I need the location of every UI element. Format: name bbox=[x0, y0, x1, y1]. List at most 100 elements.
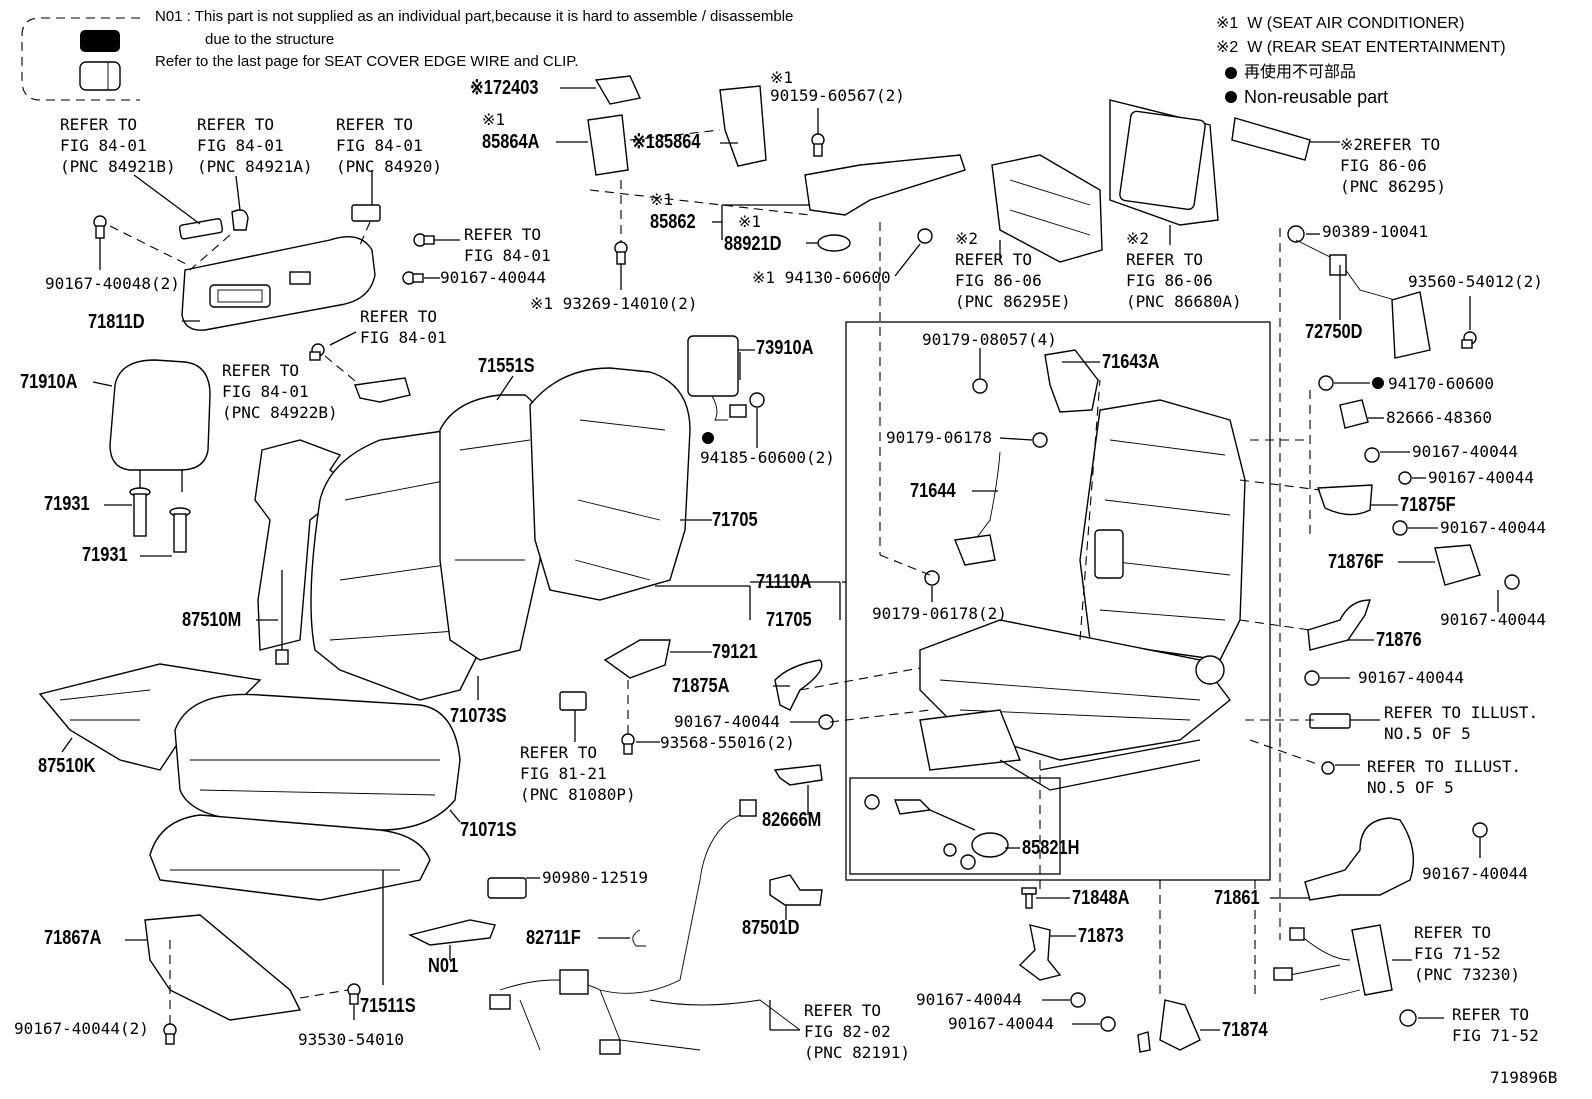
callout-71861[interactable]: 71861 bbox=[1214, 887, 1260, 909]
switch-knob-c bbox=[351, 204, 381, 222]
callout-71705-b[interactable]: 71705 bbox=[766, 609, 812, 631]
nut-90179-06178-2 bbox=[924, 570, 940, 586]
callout-90179-08057[interactable]: 90179-08057(4) bbox=[922, 330, 1057, 349]
callout-72750d[interactable]: 72750D bbox=[1305, 321, 1363, 343]
callout-90167-40044-a[interactable]: 90167-40044 bbox=[440, 268, 546, 287]
callout-93568[interactable]: 93568-55016(2) bbox=[660, 733, 795, 752]
ref-illust-b[interactable]: REFER TO ILLUST. NO.5 OF 5 bbox=[1367, 757, 1522, 797]
callout-85864a[interactable]: 85864A bbox=[482, 131, 540, 153]
screw-90167-40044-2 bbox=[163, 1023, 177, 1045]
callout-71875f[interactable]: 71875F bbox=[1400, 494, 1456, 516]
callout-82711f[interactable]: 82711F bbox=[526, 927, 581, 949]
callout-90159[interactable]: 90159-60567(2) bbox=[770, 86, 905, 105]
screw-90167-40044-f bbox=[1398, 471, 1412, 485]
callout-82666-48360[interactable]: 82666-48360 bbox=[1386, 408, 1492, 427]
cap-88921d bbox=[817, 234, 851, 252]
callout-85821h[interactable]: 85821H bbox=[1022, 837, 1080, 859]
callout-90167-40044-i[interactable]: 90167-40044 bbox=[1358, 668, 1464, 687]
cover-71875f bbox=[1317, 484, 1373, 516]
callout-90167-40048[interactable]: 90167-40048(2) bbox=[45, 274, 180, 293]
callout-71876[interactable]: 71876 bbox=[1376, 629, 1422, 651]
belt-buckle-73230 bbox=[1351, 924, 1393, 996]
actuator-85821h bbox=[864, 794, 1009, 870]
callout-71873[interactable]: 71873 bbox=[1078, 925, 1124, 947]
ref-8401-a[interactable]: REFER TO FIG 84-01 bbox=[464, 225, 551, 265]
callout-90167-40044-g[interactable]: 90167-40044 bbox=[1440, 518, 1546, 537]
ref-82191[interactable]: REFER TO FIG 82-02 (PNC 82191) bbox=[804, 1001, 910, 1062]
screw-ref-8401a bbox=[413, 233, 435, 247]
callout-71644[interactable]: 71644 bbox=[910, 480, 956, 502]
callout-90167-40044-h[interactable]: 90167-40044 bbox=[1440, 610, 1546, 629]
ref-84921b[interactable]: REFER TO FIG 84-01 (PNC 84921B) bbox=[60, 115, 176, 176]
callout-90167-40044-c[interactable]: 90167-40044 bbox=[916, 990, 1022, 1009]
ref-73230[interactable]: REFER TO FIG 71-52 (PNC 73230) bbox=[1414, 923, 1520, 984]
ref-8401-b[interactable]: REFER TO FIG 84-01 bbox=[360, 307, 447, 347]
callout-90167-40044-j[interactable]: 90167-40044 bbox=[1422, 864, 1528, 883]
callout-94170[interactable]: 94170-60600 bbox=[1388, 374, 1494, 393]
ref-86295[interactable]: ※2REFER TO FIG 86-06 (PNC 86295) bbox=[1340, 135, 1446, 196]
callout-94130[interactable]: ※1 94130-60600 bbox=[752, 268, 891, 287]
callout-90167-40044-2[interactable]: 90167-40044(2) bbox=[14, 1019, 149, 1038]
callout-93560[interactable]: 93560-54012(2) bbox=[1408, 272, 1543, 291]
callout-87510m[interactable]: 87510M bbox=[182, 609, 242, 631]
harness-72750d bbox=[1295, 239, 1396, 301]
callout-72403[interactable]: ※172403 bbox=[470, 77, 539, 99]
callout-71511s[interactable]: 71511S bbox=[360, 995, 416, 1017]
legend-nonreuse-en: Non-reusable part bbox=[1244, 87, 1389, 107]
bracket-86295e bbox=[991, 154, 1103, 263]
callout-71073s[interactable]: 71073S bbox=[450, 705, 507, 727]
callout-71705-a[interactable]: 71705 bbox=[712, 509, 758, 531]
callout-87501d[interactable]: 87501D bbox=[742, 917, 800, 939]
callout-71931-b[interactable]: 71931 bbox=[82, 544, 128, 566]
callout-73910a[interactable]: 73910A bbox=[756, 337, 814, 359]
nut-7152 bbox=[1399, 1009, 1417, 1027]
callout-71874[interactable]: 71874 bbox=[1222, 1019, 1268, 1041]
legend-white-swatch bbox=[79, 61, 121, 91]
callout-90179-06178[interactable]: 90179-06178 bbox=[886, 428, 992, 447]
callout-71110a[interactable]: 71110A bbox=[756, 571, 812, 593]
callout-90167-40044-b[interactable]: 90167-40044 bbox=[674, 712, 780, 731]
callout-82666m[interactable]: 82666M bbox=[762, 809, 822, 831]
callout-71071s[interactable]: 71071S bbox=[460, 819, 517, 841]
ref-86680a[interactable]: ※2 REFER TO FIG 86-06 (PNC 86680A) bbox=[1126, 229, 1242, 311]
ref-illust-a[interactable]: REFER TO ILLUST. NO.5 OF 5 bbox=[1384, 703, 1539, 743]
callout-88921d[interactable]: 88921D bbox=[724, 233, 782, 255]
callout-71643a[interactable]: 71643A bbox=[1102, 351, 1160, 373]
callout-90167-40044-e[interactable]: 90167-40044 bbox=[1412, 442, 1518, 461]
ref-84920[interactable]: REFER TO FIG 84-01 (PNC 84920) bbox=[336, 115, 442, 176]
cover-71876f bbox=[1434, 544, 1481, 586]
callout-n01[interactable]: N01 bbox=[428, 955, 459, 977]
callout-90980[interactable]: 90980-12519 bbox=[542, 868, 648, 887]
ref-84921a[interactable]: REFER TO FIG 84-01 (PNC 84921A) bbox=[197, 115, 313, 176]
callout-85862[interactable]: 85862 bbox=[650, 211, 696, 233]
callout-90389[interactable]: 90389-10041 bbox=[1322, 222, 1428, 241]
callout-71811d[interactable]: 71811D bbox=[88, 311, 145, 333]
callout-93269[interactable]: ※1 93269-14010(2) bbox=[530, 294, 698, 313]
callout-79121[interactable]: 79121 bbox=[712, 641, 758, 663]
cover-71876 bbox=[1307, 599, 1371, 651]
note-n01: N01 : This part is not supplied as an in… bbox=[155, 8, 794, 25]
callout-90167-40044-f[interactable]: 90167-40044 bbox=[1428, 468, 1534, 487]
screw-ref-8401b bbox=[309, 343, 325, 361]
callout-71931-a[interactable]: 71931 bbox=[44, 493, 90, 515]
callout-71848a[interactable]: 71848A bbox=[1072, 887, 1130, 909]
ref-86295e[interactable]: ※2 REFER TO FIG 86-06 (PNC 86295E) bbox=[955, 229, 1071, 311]
callout-85864[interactable]: ※185864 bbox=[632, 131, 701, 153]
screw-93530 bbox=[347, 983, 361, 1005]
callout-90179-06178-2[interactable]: 90179-06178(2) bbox=[872, 604, 1007, 623]
ref-7152[interactable]: REFER TO FIG 71-52 bbox=[1452, 1005, 1539, 1045]
callout-71867a[interactable]: 71867A bbox=[44, 927, 102, 949]
screw-90167-40044-a bbox=[402, 271, 424, 285]
ref-81080p[interactable]: REFER TO FIG 81-21 (PNC 81080P) bbox=[520, 743, 636, 804]
callout-93530[interactable]: 93530-54010 bbox=[298, 1030, 404, 1049]
callout-90167-40044-d[interactable]: 90167-40044 bbox=[948, 1014, 1054, 1033]
ref-84922b[interactable]: REFER TO FIG 84-01 (PNC 84922B) bbox=[222, 361, 338, 422]
callout-71875a[interactable]: 71875A bbox=[672, 675, 730, 697]
callout-94185[interactable]: 94185-60600(2) bbox=[700, 448, 835, 467]
callout-71910a[interactable]: 71910A bbox=[20, 371, 78, 393]
switch-knob-a bbox=[178, 218, 224, 240]
callout-71876f[interactable]: 71876F bbox=[1328, 551, 1384, 573]
callout-87510k[interactable]: 87510K bbox=[38, 755, 96, 777]
callout-71551s[interactable]: 71551S bbox=[478, 355, 535, 377]
